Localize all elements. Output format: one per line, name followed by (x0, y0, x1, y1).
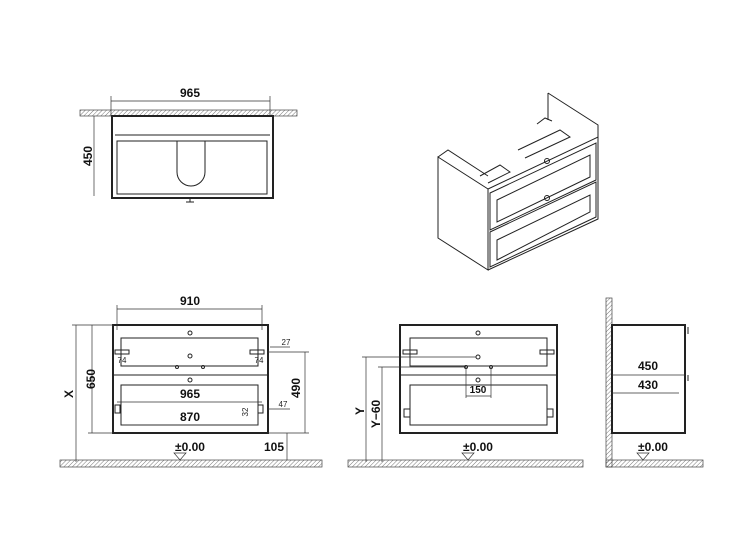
top-width-label: 910 (180, 294, 200, 308)
drawer-handle-icon (544, 158, 550, 164)
hole-spacing-label: 150 (470, 385, 487, 396)
floor-level-label: ±0.00 (175, 440, 205, 454)
cabinet-outline (611, 324, 686, 434)
level-marker-icon (173, 452, 187, 461)
side-view: 450 430 ±0.00 (605, 297, 704, 468)
floor-level-label: ±0.00 (463, 440, 493, 454)
side-depth-inner-label: 430 (638, 378, 658, 392)
top-width-label: 965 (180, 86, 200, 100)
installation-view: Y Y−60 150 ±0.00 (347, 324, 584, 468)
height-x-label: X (62, 390, 76, 398)
cabinet-outline (112, 324, 269, 434)
level-marker-icon (636, 452, 650, 461)
drawer-handle-icon (544, 195, 550, 201)
inner-width-label: 965 (180, 387, 200, 401)
height-label: 650 (84, 369, 98, 389)
height-y60-label: Y−60 (369, 399, 383, 428)
drawer-height-label: 490 (289, 378, 303, 398)
cabinet-outline (111, 115, 274, 199)
isometric-view (437, 92, 599, 271)
front-view: 910 X 650 490 105 965 870 74 74 27 47 32… (59, 294, 323, 468)
floor (347, 459, 584, 468)
rail-offset-label: 47 (279, 400, 288, 409)
side-depth-outer-label: 450 (638, 359, 658, 373)
siphon-cutout (176, 141, 206, 187)
rail-height-label: 32 (241, 407, 250, 416)
floor (59, 459, 323, 468)
top-view: 965 450 (79, 86, 298, 203)
drawer-width-label: 870 (180, 410, 200, 424)
cabinet-outline (399, 324, 558, 434)
bracket-left-label: 74 (118, 356, 127, 365)
base-offset-label: 105 (264, 440, 284, 454)
bracket-right-label: 74 (255, 356, 264, 365)
level-marker-icon (461, 452, 475, 461)
floor-level-label: ±0.00 (638, 440, 668, 454)
bracket-top-label: 27 (282, 338, 291, 347)
height-y-label: Y (353, 407, 367, 415)
top-depth-label: 450 (81, 146, 95, 166)
floor (605, 459, 704, 468)
